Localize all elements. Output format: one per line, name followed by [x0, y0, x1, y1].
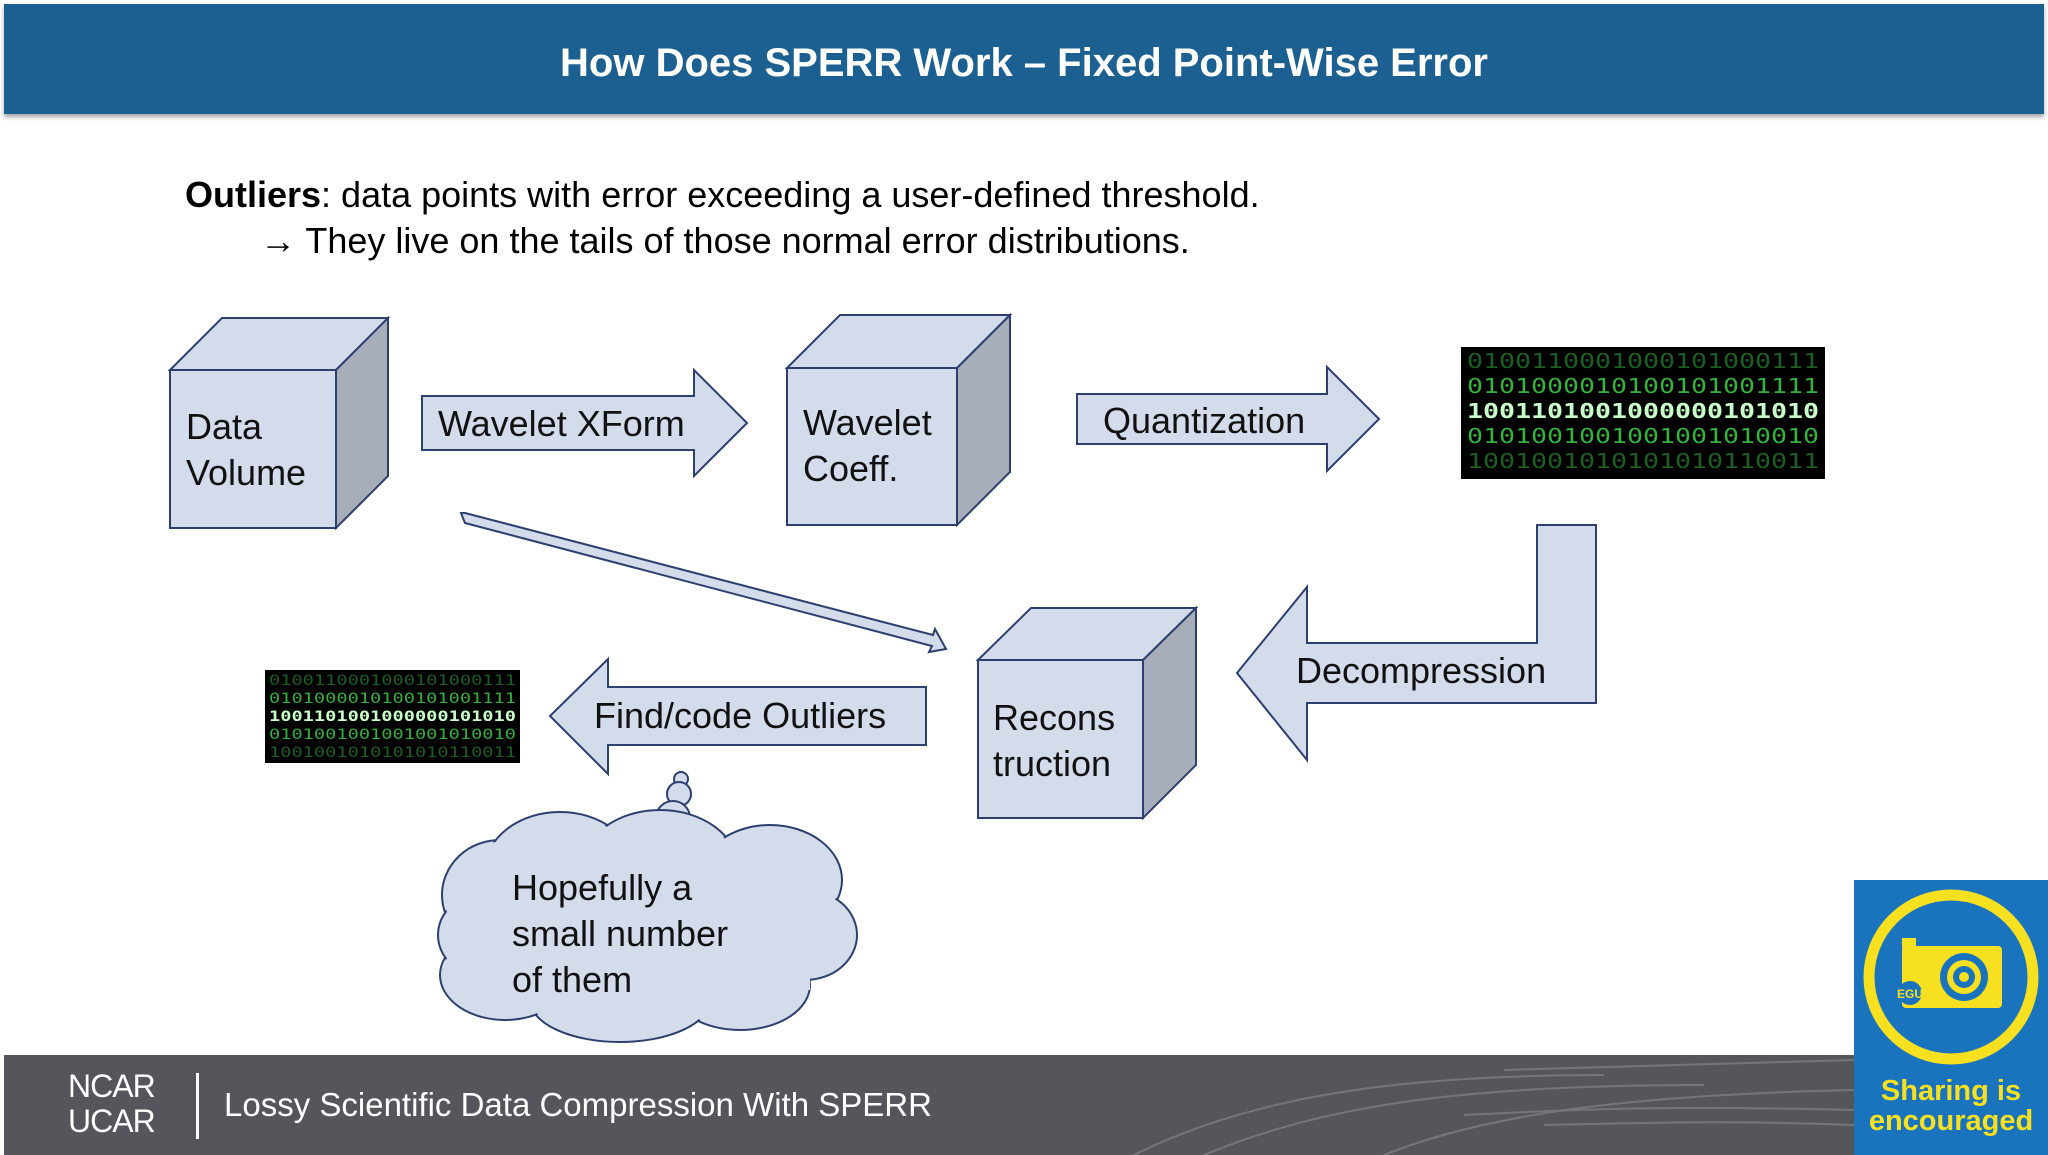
- slide-footer: NCAR UCAR Lossy Scientific Data Compress…: [4, 1055, 1854, 1155]
- reconstruction-label-line1: Recons: [993, 697, 1115, 738]
- wavelet-coeff-label-line1: Wavelet: [803, 402, 932, 443]
- wavelet-coeff-cube: Wavelet Coeff.: [784, 312, 1013, 528]
- data-volume-cube: Data Volume: [167, 315, 391, 531]
- slide-title: How Does SPERR Work – Fixed Point-Wise E…: [560, 41, 1488, 85]
- logo-line-ucar: UCAR: [68, 1103, 156, 1139]
- decompression-label: Decompression: [1296, 650, 1546, 691]
- thought-line3: of them: [512, 959, 632, 1000]
- bitstream-image-bottom: 0100110001000101000111 01010000101001010…: [265, 670, 520, 763]
- right-arrow-icon: →: [260, 220, 296, 261]
- badge-text: Sharing is encouraged: [1854, 1076, 2048, 1136]
- bitstream-row: 0101000010100101001111: [269, 691, 516, 707]
- ncar-ucar-logo: NCAR UCAR: [68, 1068, 156, 1139]
- thought-cloud: [437, 771, 858, 1043]
- bitstream-row: 1001101001000000101010: [269, 709, 516, 725]
- bitstream-row: 0101001001001001010010: [1467, 424, 1819, 448]
- logo-line-ncar: NCAR: [68, 1068, 156, 1104]
- badge-line2: encouraged: [1868, 1105, 2034, 1137]
- intro-text: Outliers: data points with error exceedi…: [185, 172, 1260, 264]
- footer-title: Lossy Scientific Data Compression With S…: [224, 1086, 932, 1123]
- sharing-encouraged-badge: EGU Sharing is encouraged: [1854, 880, 2048, 1155]
- outliers-definition: : data points with error exceeding a use…: [321, 174, 1260, 215]
- bitstream-row: 0101000010100101001111: [1467, 374, 1819, 398]
- bitstream-row: 0101001001001001010010: [269, 727, 516, 743]
- bitstream-row: 1001001010101010110011: [1467, 449, 1819, 473]
- data-to-reconstruction-arrow: [459, 512, 948, 654]
- outliers-note: They live on the tails of those normal e…: [305, 220, 1190, 261]
- thought-line1: Hopefully a: [512, 867, 693, 908]
- footer-decorative-lines: [1133, 1059, 1854, 1155]
- camera-icon: EGU: [1863, 889, 2039, 1065]
- bitstream-row: 0100110001000101000111: [269, 673, 516, 689]
- bitstream-row: 1001001010101010110011: [269, 745, 516, 761]
- slide-header: How Does SPERR Work – Fixed Point-Wise E…: [4, 4, 2044, 114]
- footer-divider: [196, 1073, 199, 1139]
- bitstream-row: 0100110001000101000111: [1467, 349, 1819, 373]
- find-outliers-label: Find/code Outliers: [594, 695, 886, 736]
- decompression-arrow: Decompression: [1235, 524, 1597, 763]
- egu-mini-label: EGU: [1897, 987, 1923, 1001]
- reconstruction-cube: Recons truction: [975, 605, 1199, 821]
- badge-line1: Sharing is: [1880, 1075, 2022, 1107]
- find-outliers-arrow: Find/code Outliers: [548, 656, 927, 777]
- wavelet-coeff-label-line2: Coeff.: [803, 448, 898, 489]
- outliers-term: Outliers: [185, 174, 322, 215]
- quantization-arrow: Quantization: [1076, 364, 1381, 474]
- wavelet-xform-label: Wavelet XForm: [438, 403, 685, 444]
- data-volume-label-line1: Data: [186, 406, 263, 447]
- wavelet-xform-arrow: Wavelet XForm: [421, 367, 749, 479]
- bitstream-row: 1001101001000000101010: [1467, 399, 1819, 423]
- bitstream-image-top: 0100110001000101000111 01010000101001010…: [1461, 347, 1825, 479]
- intro-line-definition: Outliers: data points with error exceedi…: [185, 172, 1260, 218]
- quantization-label: Quantization: [1103, 400, 1305, 441]
- thought-line2: small number: [512, 913, 728, 954]
- reconstruction-label-line2: truction: [993, 743, 1111, 784]
- data-volume-label-line2: Volume: [186, 452, 306, 493]
- intro-line-note: → They live on the tails of those normal…: [185, 218, 1260, 264]
